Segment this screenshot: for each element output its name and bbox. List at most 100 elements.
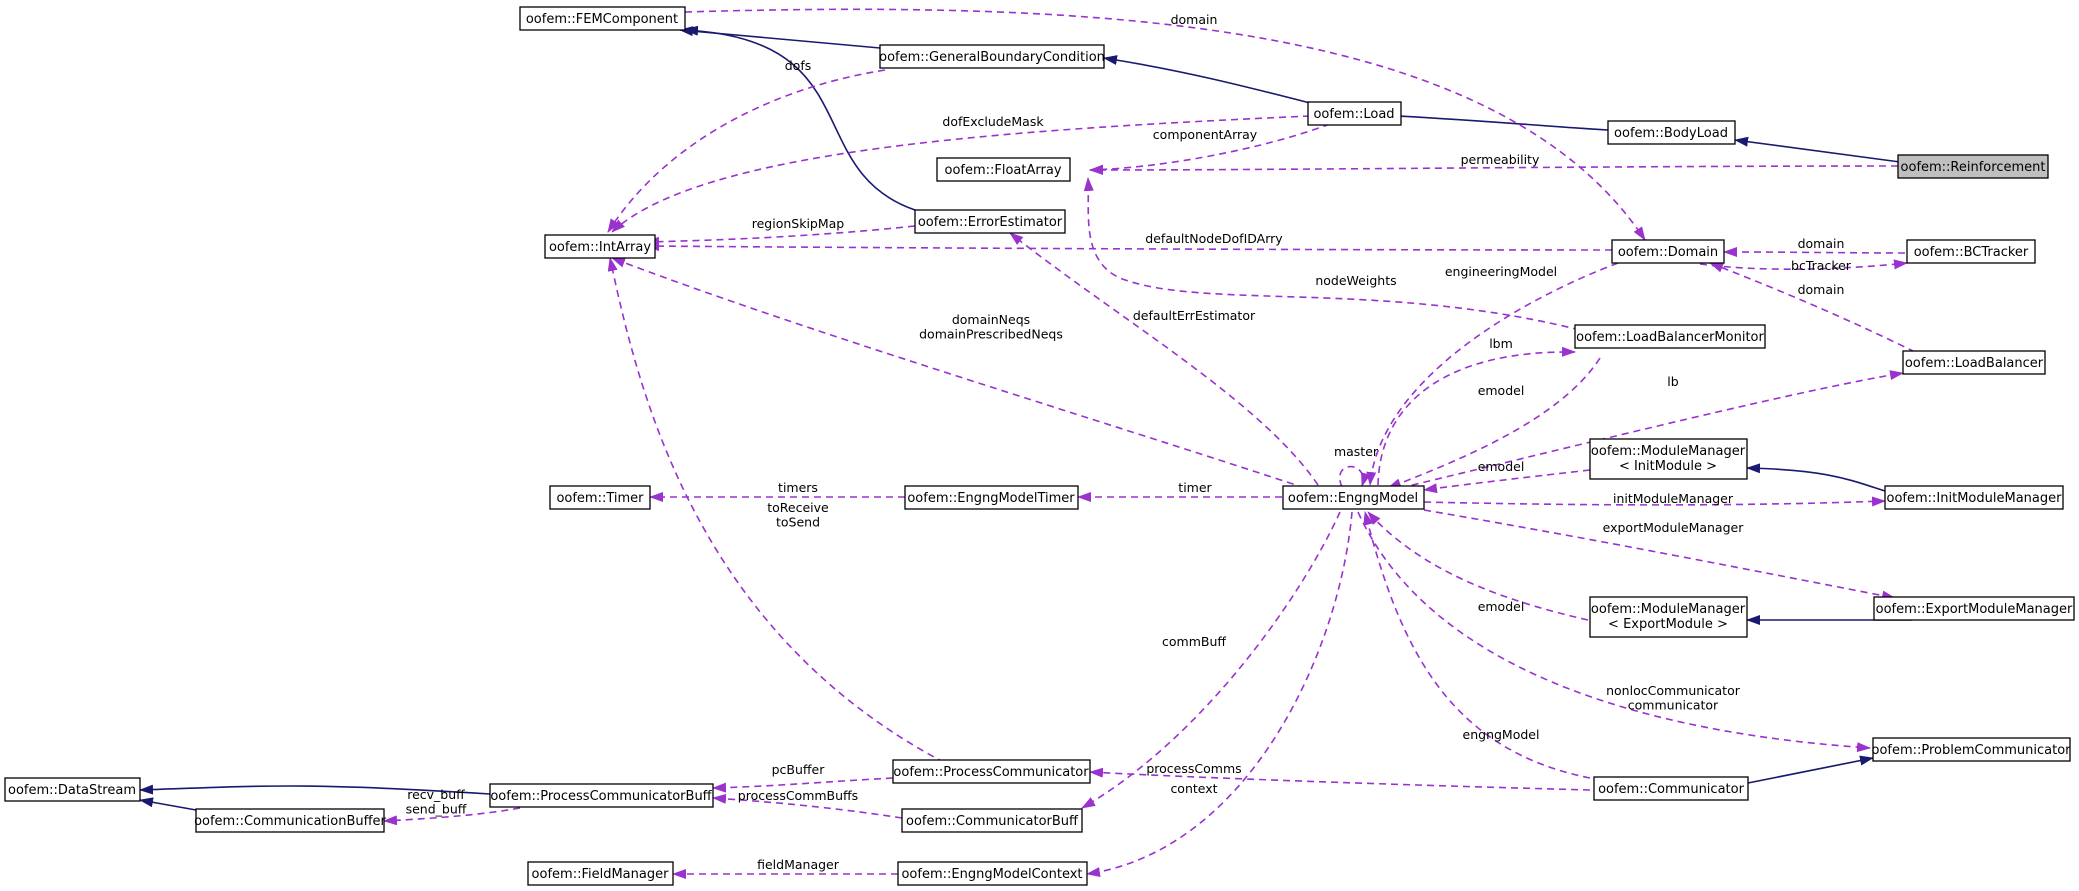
node-initmodulemanager[interactable]: oofem::InitModuleManager <box>1884 485 2064 510</box>
label-dofs: dofs <box>785 58 812 73</box>
node-bodyload[interactable]: oofem::BodyLoad <box>1607 120 1736 145</box>
edge-engng-initmm <box>1423 496 1886 507</box>
node-fieldmanager[interactable]: oofem::FieldManager <box>527 861 674 886</box>
edge-commbuf-to-datastream <box>139 797 197 811</box>
edge-engng-errorestimator <box>1009 232 1319 486</box>
node-processcommunicator[interactable]: oofem::ProcessCommunicator <box>892 759 1091 784</box>
node-exportmodulemanager[interactable]: oofem::ExportModuleManager <box>1873 596 2075 621</box>
label-context: context <box>1170 781 1217 796</box>
edge-comm-to-probcomm <box>1747 755 1874 784</box>
node-label: oofem::CommunicatorBuff <box>906 814 1079 829</box>
edge-load-intarray-dofexclude <box>611 115 1311 233</box>
edge-domain-intarray-defaultnode <box>645 241 1613 252</box>
edge-reinforcement-to-bodyload <box>1734 136 1901 163</box>
edge-bctracker-domain <box>1723 247 1906 258</box>
label-bctracker: bcTracker <box>1791 258 1852 273</box>
node-label: oofem::Domain <box>1618 245 1718 260</box>
node-label: oofem::BodyLoad <box>1614 126 1728 141</box>
node-engngmodel[interactable]: oofem::EngngModel <box>1282 485 1425 510</box>
node-label: oofem::ModuleManager< InitModule > <box>1591 444 1746 474</box>
edge-load-floatarray-componentarray <box>1089 123 1331 175</box>
edge-pcomm-intarray-toreceive <box>607 257 956 769</box>
node-label: oofem::Load <box>1313 107 1394 122</box>
node-label: oofem::LoadBalancerMonitor <box>1576 330 1764 345</box>
edge-load-to-gbc <box>1103 55 1311 104</box>
edge-domain-engng-engmodel <box>1366 262 1619 486</box>
label-master: master <box>1334 444 1379 459</box>
edge-reinforcement-floatarray-permeability <box>1089 164 1899 175</box>
edge-engng-lbm <box>1377 346 1576 486</box>
label-domain-loadbalancer: domain <box>1798 282 1845 297</box>
node-label: oofem::Communicator <box>1598 782 1745 797</box>
node-load[interactable]: oofem::Load <box>1307 101 1402 126</box>
node-label: oofem::Timer <box>556 491 644 506</box>
node-generalboundarycondition[interactable]: oofem::GeneralBoundaryCondition <box>879 44 1105 69</box>
node-engngmodelcontext[interactable]: oofem::EngngModelContext <box>897 861 1088 886</box>
node-loadbalancermonitor[interactable]: oofem::LoadBalancerMonitor <box>1574 324 1766 349</box>
node-modulemanager-exportmodule[interactable]: oofem::ModuleManager< ExportModule > <box>1589 596 1748 638</box>
label-domain-bctracker: domain <box>1798 236 1845 251</box>
edge-femcomponent-domain <box>684 8 1646 241</box>
label-emodel-lbm: emodel <box>1478 383 1525 398</box>
label-initmodulemanager: initModuleManager <box>1613 491 1734 506</box>
label-defaultnodedofidarry: defaultNodeDofIDArry <box>1145 231 1283 246</box>
node-modulemanager-initmodule[interactable]: oofem::ModuleManager< InitModule > <box>1589 438 1748 480</box>
label-commbuff: commBuff <box>1162 634 1226 649</box>
node-label: oofem::FEMComponent <box>526 12 678 27</box>
node-reinforcement[interactable]: oofem::Reinforcement <box>1897 154 2049 179</box>
edge-lbm-engng-emodel <box>1387 357 1601 489</box>
node-processcommunicatorbuff[interactable]: oofem::ProcessCommunicatorBuff <box>489 783 714 808</box>
node-timer[interactable]: oofem::Timer <box>549 485 651 510</box>
label-processcomms: processComms <box>1146 761 1241 776</box>
node-engngmodeltimer[interactable]: oofem::EngngModelTimer <box>904 485 1079 510</box>
edges <box>139 8 1916 879</box>
node-errorestimator[interactable]: oofem::ErrorEstimator <box>914 209 1066 234</box>
node-label: oofem::ModuleManager< ExportModule > <box>1591 602 1746 632</box>
node-problemcommunicator[interactable]: oofem::ProblemCommunicator <box>1871 737 2071 762</box>
label-componentarray: componentArray <box>1153 127 1258 142</box>
node-domain[interactable]: oofem::Domain <box>1611 239 1725 264</box>
node-communicator[interactable]: oofem::Communicator <box>1593 776 1749 801</box>
node-label: oofem::Reinforcement <box>1901 160 2046 175</box>
label-processcommbuffs: processCommBuffs <box>738 788 858 803</box>
node-communicatorbuff[interactable]: oofem::CommunicatorBuff <box>901 808 1083 833</box>
label-regionskipmap: regionSkipMap <box>752 216 845 231</box>
edge-combuff-pcbuff-processcommbuffs <box>712 793 903 819</box>
edge-engng-probcomm-nonloc <box>1357 511 1871 753</box>
edge-engng-master <box>1339 465 1371 488</box>
edge-engng-intarray-neqs <box>611 257 1306 489</box>
label-timer: timer <box>1178 480 1212 495</box>
node-communicationbuffer[interactable]: oofem::CommunicationBuffer <box>194 808 387 833</box>
label-lbm: lbm <box>1489 336 1513 351</box>
node-floatarray[interactable]: oofem::FloatArray <box>936 157 1071 182</box>
node-label: oofem::ProblemCommunicator <box>1871 743 2071 758</box>
label-dofexcludemask: dofExcludeMask <box>942 114 1044 129</box>
node-label: oofem::FloatArray <box>944 163 1061 178</box>
nodes: oofem::FEMComponent oofem::GeneralBounda… <box>4 6 2075 886</box>
node-intarray[interactable]: oofem::IntArray <box>544 234 656 259</box>
edge-pcbuff-commbuf-recvbuff <box>383 807 521 826</box>
edge-comm-engng-engngmodel <box>1363 511 1591 779</box>
edge-mme-engng-emodel <box>1367 511 1589 621</box>
label-emodel-mme: emodel <box>1478 599 1525 614</box>
node-label: oofem::BCTracker <box>1914 245 2029 260</box>
node-datastream[interactable]: oofem::DataStream <box>4 777 141 802</box>
edge-comm-pcomm-processcomms <box>1089 767 1591 791</box>
node-label: oofem::EngngModel <box>1288 491 1418 506</box>
node-loadbalancer[interactable]: oofem::LoadBalancer <box>1902 350 2046 375</box>
node-label: oofem::FieldManager <box>532 867 670 882</box>
node-label: oofem::DataStream <box>8 783 136 798</box>
node-label: oofem::ErrorEstimator <box>918 215 1063 230</box>
node-label: oofem::EngngModelContext <box>901 867 1082 882</box>
node-label: oofem::ExportModuleManager <box>1876 602 2073 617</box>
edge-mmi-engng-emodel <box>1423 469 1591 494</box>
edge-engng-emctx-context <box>1086 511 1353 878</box>
edge-engng-combuff-commbuff <box>1081 511 1341 809</box>
node-bctracker[interactable]: oofem::BCTracker <box>1906 239 2036 264</box>
node-femcomponent[interactable]: oofem::FEMComponent <box>519 6 686 31</box>
edge-lbm-floatarray-nodeweights <box>1083 177 1581 331</box>
